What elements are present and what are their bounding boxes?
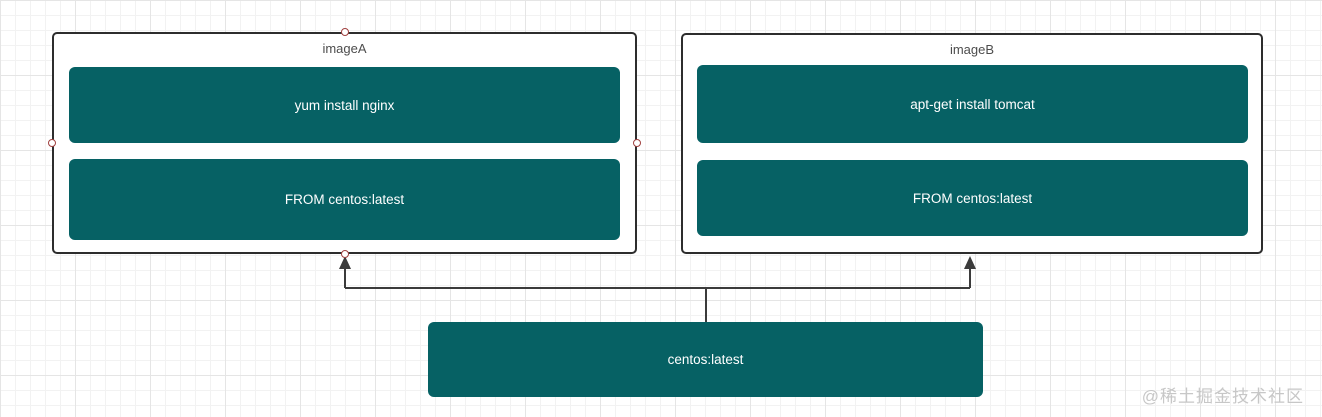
- layer-imageB-from-centos[interactable]: FROM centos:latest: [697, 160, 1248, 236]
- container-imageA-label: imageA: [322, 41, 367, 56]
- connection-handle-right[interactable]: [633, 139, 641, 147]
- connector-line[interactable]: [344, 266, 971, 322]
- layer-centos-latest-base[interactable]: centos:latest: [428, 322, 983, 397]
- juejin-watermark: @稀土掘金技术社区: [1141, 387, 1304, 406]
- container-imageB-label: imageB: [949, 42, 995, 57]
- container-imageB[interactable]: imageB apt-get install tomcat FROM cento…: [681, 33, 1263, 254]
- container-imageA[interactable]: imageA yum install nginx FROM centos:lat…: [52, 32, 637, 254]
- layer-yum-install-nginx[interactable]: yum install nginx: [69, 67, 620, 143]
- connection-handle-bottom[interactable]: [341, 250, 349, 258]
- arrowhead-up-right-icon[interactable]: [964, 256, 976, 269]
- arrowhead-up-left-icon[interactable]: [339, 256, 351, 269]
- connection-handle-left[interactable]: [48, 139, 56, 147]
- layer-apt-get-install-tomcat[interactable]: apt-get install tomcat: [697, 65, 1248, 143]
- layer-imageA-from-centos[interactable]: FROM centos:latest: [69, 159, 620, 240]
- connection-handle-top[interactable]: [341, 28, 349, 36]
